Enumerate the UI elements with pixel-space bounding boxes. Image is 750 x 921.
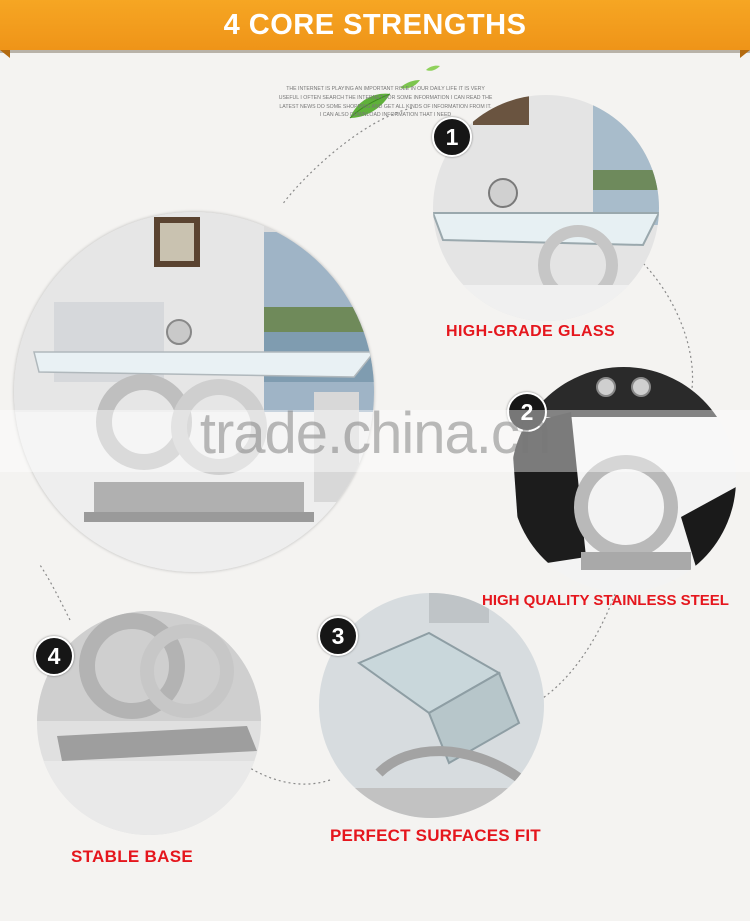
feature-caption-surfaces: PERFECT SURFACES FIT	[330, 826, 541, 845]
feature-number-badge-3: 3	[318, 616, 358, 656]
leaf-decoration-icon	[349, 65, 440, 119]
intro-paragraph: THE INTERNET IS PLAYING AN IMPORTANT ROL…	[278, 86, 493, 119]
banner-fold-right	[740, 50, 750, 58]
feature-caption-steel: HIGH QUALITY STAINLESS STEEL	[482, 592, 729, 609]
feature-number-badge-4: 4	[34, 636, 74, 676]
banner-fold-left	[0, 50, 10, 58]
feature-number-badge-2: 2	[507, 392, 547, 432]
feature-caption-glass: HIGH-GRADE GLASS	[446, 323, 616, 340]
feature-number-badge-1: 1	[432, 117, 472, 157]
feature-caption-base: STABLE BASE	[71, 847, 193, 866]
feature-photo-steel	[511, 367, 736, 592]
header-banner: 4 CORE STRENGTHS	[0, 0, 750, 50]
feature-photo-base	[37, 611, 261, 835]
watermark-text: trade.china.cn	[199, 401, 551, 466]
watermark-band	[0, 410, 750, 472]
banner-title: 4 CORE STRENGTHS	[223, 9, 527, 41]
main-product-photo	[14, 212, 374, 572]
